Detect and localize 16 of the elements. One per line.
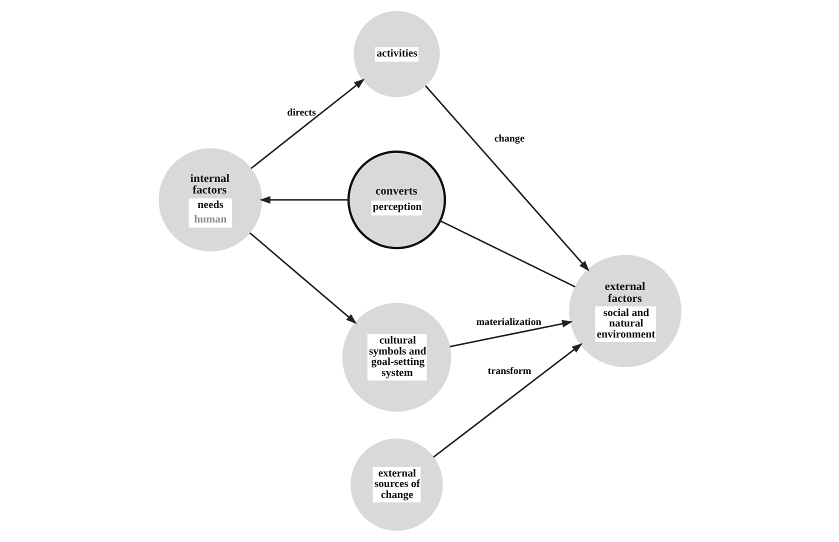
arrow [449, 320, 572, 348]
edge-label: directs [286, 107, 316, 118]
node-circle: external sources of change [350, 438, 442, 531]
node-circle: external factors social and natural environment [568, 254, 681, 368]
arrow [259, 196, 348, 204]
node-circle: cultural symbols and goal-setting system [342, 302, 451, 412]
connector [439, 220, 575, 288]
edge-label: materialization [476, 317, 541, 328]
node-circle: converts perception [346, 150, 446, 250]
arrow [248, 232, 356, 324]
arrow [250, 78, 364, 170]
edge-label: transform [487, 366, 531, 377]
edge-label: change [494, 134, 524, 145]
node-circle: internal factors needs human [158, 148, 262, 252]
arrow [432, 343, 582, 458]
arrow [424, 85, 589, 272]
